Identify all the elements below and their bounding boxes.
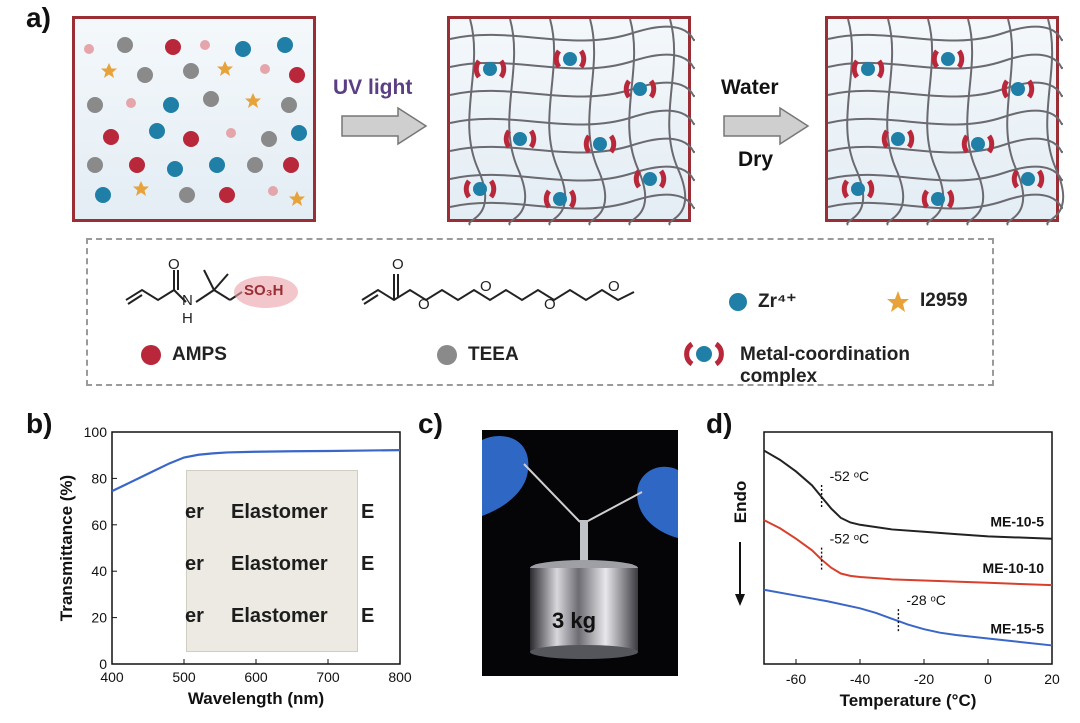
arrow-label-water: Water <box>721 76 779 99</box>
y-tick-label-b-5: 100 <box>84 424 108 440</box>
film-fragment-right-1: E <box>361 501 375 523</box>
tg-label-2: -28 ᵒC <box>906 592 946 608</box>
x-axis-label-d: Temperature (°C) <box>840 691 977 710</box>
metal-complex-icon <box>684 341 724 367</box>
x-tick-label-b-0: 400 <box>100 669 124 685</box>
teea-o-label-3: O <box>480 278 492 295</box>
zr-dot-icon <box>729 293 747 311</box>
teea-o-label-5: O <box>608 278 620 295</box>
amps-structure <box>125 269 298 308</box>
x-tick-label-d-2: -20 <box>914 671 934 687</box>
y-tick-label-b-1: 20 <box>91 610 107 626</box>
scheme-box-network <box>447 16 695 226</box>
film-text-1: Elastomer <box>231 501 328 523</box>
series-label-0: ME-10-5 <box>990 514 1044 530</box>
so3h-label: SO₃H <box>244 282 284 299</box>
amps-dot-icon <box>141 345 161 365</box>
amps-n-label: N <box>182 292 193 309</box>
teea-o-label-2: O <box>418 296 430 313</box>
star-icon <box>887 291 909 312</box>
scheme-box-monomers <box>72 16 316 222</box>
zr-label: Zr⁴⁺ <box>758 291 797 312</box>
endo-arrow-head <box>735 594 745 606</box>
network-illustration-1 <box>449 18 695 226</box>
x-tick-label-d-0: -60 <box>786 671 806 687</box>
dsc-line-2 <box>763 588 1053 647</box>
monomer-particles <box>84 37 307 206</box>
plot-frame-d <box>763 431 1053 665</box>
i2959-label: I2959 <box>920 290 968 311</box>
film-fragment-right-2: E <box>361 553 375 575</box>
teea-dot-icon <box>437 345 457 365</box>
tg-label-0: -52 ᵒC <box>830 468 870 484</box>
network-illustration-2 <box>827 18 1065 226</box>
amps-o-label: O <box>168 256 180 273</box>
film-fragment-left-1: er <box>185 501 204 523</box>
panel-label-c: c) <box>418 408 443 439</box>
y-tick-label-b-0: 0 <box>99 656 107 672</box>
film-fragment-right-3: E <box>361 605 375 627</box>
elastomer-film-photo: er Elastomer E er Elastomer E er Elastom… <box>185 470 374 652</box>
x-tick-label-b-1: 500 <box>172 669 196 685</box>
teea-o-label-4: O <box>544 296 556 313</box>
amps-nh-label: H <box>182 310 193 327</box>
arrow-label-dry: Dry <box>738 148 774 171</box>
y-tick-label-b-2: 40 <box>91 563 107 579</box>
amps-label: AMPS <box>172 344 227 365</box>
complex-label: Metal-coordination complex <box>740 344 910 387</box>
teea-structure <box>361 274 635 305</box>
film-fragment-left-2: er <box>185 553 204 575</box>
arrow-label-uv: UV light <box>333 76 413 99</box>
y-axis-label-d: Endo <box>731 481 750 524</box>
tg-label-1: -52 ᵒC <box>830 531 870 547</box>
x-tick-label-b-3: 700 <box>316 669 340 685</box>
weight-label: 3 kg <box>552 608 597 633</box>
teea-label: TEEA <box>468 344 519 365</box>
scheme-box-dried-network <box>825 16 1065 226</box>
panel-label-a: a) <box>26 2 51 33</box>
film-text-3: Elastomer <box>231 605 328 627</box>
x-tick-label-d-3: 0 <box>984 671 992 687</box>
arrow-right-icon-2 <box>723 106 810 146</box>
x-tick-label-b-4: 800 <box>388 669 412 685</box>
legend-box: O N H SO₃H O O O O O Zr⁴⁺ I2959 AMPS TEE… <box>86 238 994 387</box>
y-axis-label-b: Transmittance (%) <box>57 475 76 621</box>
dsc-line-0 <box>763 449 1053 540</box>
y-tick-label-b-4: 80 <box>91 470 107 486</box>
panel-label-d: d) <box>706 408 733 439</box>
arrow-right-icon-1 <box>341 106 428 146</box>
film-text-2: Elastomer <box>231 553 328 575</box>
teea-o-label-1: O <box>392 256 404 273</box>
film-fragment-left-3: er <box>185 605 204 627</box>
y-tick-label-b-3: 60 <box>91 517 107 533</box>
panel-label-b: b) <box>26 408 53 439</box>
transmittance-line <box>111 448 401 493</box>
x-axis-label-b: Wavelength (nm) <box>188 689 324 708</box>
weight-lifting-photo: 3 kg <box>482 430 678 676</box>
series-label-1: ME-10-10 <box>983 560 1045 576</box>
x-tick-label-d-1: -40 <box>850 671 870 687</box>
x-tick-label-d-4: 20 <box>1044 671 1060 687</box>
gloved-hands-and-weight <box>482 435 678 659</box>
series-label-2: ME-15-5 <box>990 620 1044 636</box>
dsc-line-1 <box>763 519 1053 587</box>
x-tick-label-b-2: 600 <box>244 669 268 685</box>
